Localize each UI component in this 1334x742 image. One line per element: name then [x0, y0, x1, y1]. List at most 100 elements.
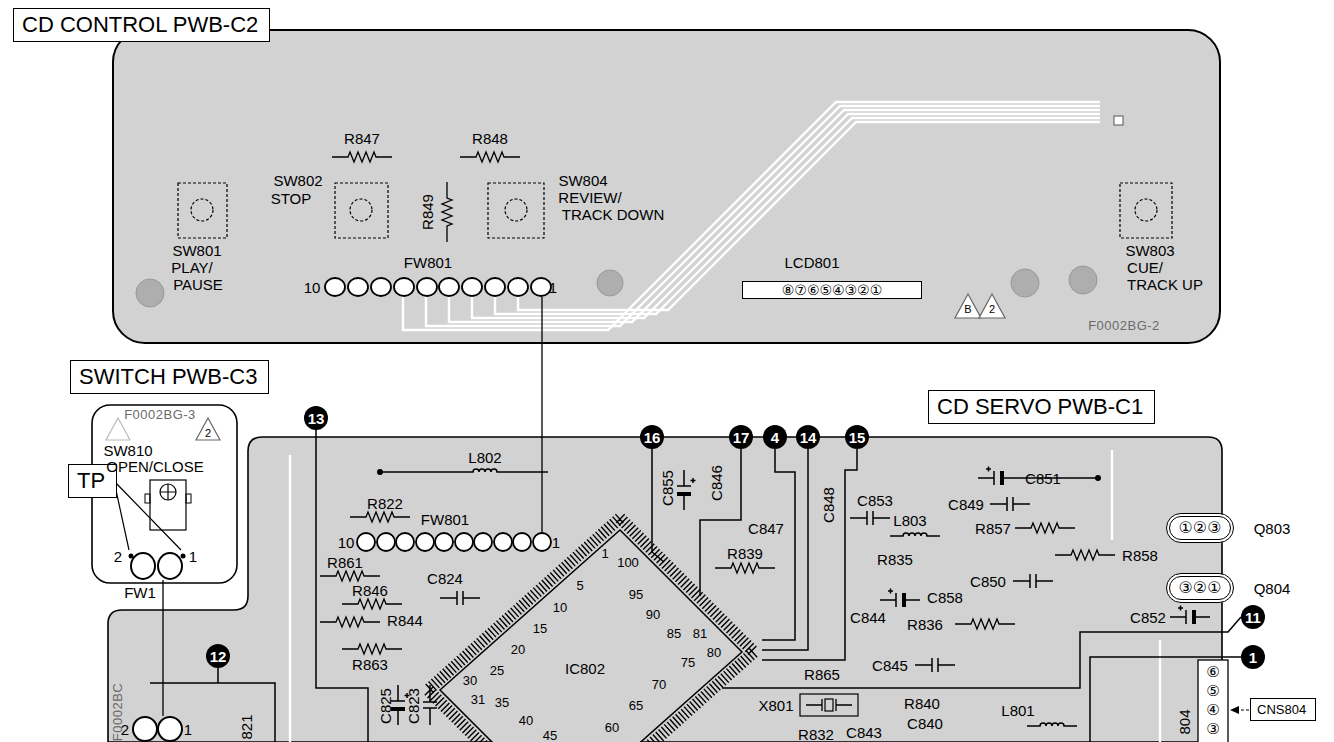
- pin-number: 95: [629, 588, 643, 601]
- part-label: C852: [1130, 610, 1166, 625]
- part-label: 1: [189, 549, 197, 564]
- callout-leaders: [150, 430, 1241, 742]
- part-label: L802: [468, 450, 501, 465]
- leader-line: [700, 449, 741, 596]
- part-label: X801: [758, 698, 793, 713]
- trace: [1111, 450, 1113, 540]
- revision-triangle: [196, 418, 220, 440]
- part-label: C848: [821, 487, 836, 523]
- switch-outlines: [178, 183, 1172, 238]
- transistor-pads: ①②③: [1166, 513, 1234, 543]
- pin-number: 81: [693, 627, 707, 640]
- part-label: C855: [660, 470, 675, 506]
- revision-triangles: [955, 294, 1005, 318]
- copper-gap-traces: [403, 102, 1100, 330]
- pin-number: 100: [617, 556, 639, 569]
- resistor-symbol: [320, 571, 380, 581]
- board-outline: [113, 30, 1220, 343]
- part-label: C825: [378, 688, 393, 724]
- switch-outline: [1120, 183, 1172, 238]
- part-label: SW801: [172, 243, 221, 258]
- part-label: R840: [904, 696, 940, 711]
- part-label: C845: [872, 658, 908, 673]
- pin-number: 1: [601, 547, 608, 560]
- callout-number: 17: [733, 430, 750, 445]
- part-label: L803: [893, 513, 926, 528]
- pin-number: 75: [681, 656, 695, 669]
- part-label: C823: [406, 688, 421, 724]
- part-label: 10: [338, 535, 355, 550]
- leader-line: [762, 449, 795, 640]
- part-label: 1: [552, 535, 560, 550]
- pin-number: 40: [519, 714, 533, 727]
- resistor-symbol: [332, 152, 392, 162]
- coil-symbol: [460, 469, 510, 472]
- resistor-symbol: [342, 599, 402, 609]
- pin-number: 30: [463, 674, 477, 687]
- pad: [435, 533, 453, 551]
- callout-disc: [1241, 645, 1265, 669]
- transistor-pads: ③②①: [1166, 573, 1234, 603]
- callout-disc: [796, 425, 820, 449]
- resistor-symbol: [442, 182, 452, 242]
- crystal-outline: [800, 694, 858, 716]
- pin-number: 80: [707, 646, 721, 659]
- board-title-box: SWITCH PWB-C3: [70, 360, 269, 394]
- callout-number: 15: [849, 430, 866, 445]
- pad: [394, 278, 414, 296]
- revision-triangle: [955, 294, 981, 318]
- board-title-box: CD CONTROL PWB-C2: [13, 8, 270, 42]
- mounting-hole: [1069, 266, 1097, 294]
- ic-body: [440, 530, 742, 742]
- pad: [474, 533, 492, 551]
- part-label: Q803: [1254, 521, 1291, 536]
- part-label: C853: [857, 493, 893, 508]
- capacitor-symbol: [978, 467, 1018, 486]
- ic-pins: [428, 518, 754, 742]
- part-label: SW804: [558, 173, 607, 188]
- resistor-symbol: [320, 617, 380, 627]
- leader-line: [1090, 657, 1241, 742]
- crystal-symbol: [806, 699, 852, 711]
- part-label: C844: [850, 610, 886, 625]
- part-label: R848: [472, 131, 508, 146]
- part-label: R835: [877, 552, 913, 567]
- flat-cable-pads: [325, 278, 551, 296]
- part-label: R858: [1122, 548, 1158, 563]
- capacitor-symbol: [1170, 606, 1210, 625]
- pad: [371, 278, 391, 296]
- part-label: CUE/: [1127, 260, 1163, 275]
- part-label: SW810: [103, 443, 152, 458]
- pin-mark: ⑤: [1206, 684, 1219, 699]
- part-label: TRACK UP: [1127, 277, 1203, 292]
- board-code: F0002BG-2: [1088, 319, 1160, 332]
- part-label: C850: [970, 574, 1006, 589]
- part-label: TRACK DOWN: [562, 207, 665, 222]
- switch-outline: [505, 199, 527, 221]
- callout-number: 14: [800, 430, 817, 445]
- part-label: SW802: [273, 173, 322, 188]
- pin-mark: ④: [1206, 703, 1219, 718]
- pin-number: 65: [629, 699, 643, 712]
- capacitor-symbol: [850, 511, 890, 525]
- trace: [518, 122, 1100, 310]
- pad: [417, 278, 437, 296]
- part-label: R832: [798, 727, 834, 742]
- pin-number: 10: [553, 601, 567, 614]
- pad: [348, 278, 368, 296]
- pad: [439, 278, 459, 296]
- revision-mark: B: [964, 304, 971, 315]
- part-label: C849: [948, 497, 984, 512]
- pin-number: 20: [511, 643, 525, 656]
- solder-dot: [1095, 475, 1101, 481]
- revision-mark: 2: [205, 428, 211, 439]
- pointer-arrowhead: [1230, 706, 1239, 714]
- callout-number: 13: [308, 411, 325, 426]
- part-label: LCD801: [784, 255, 839, 270]
- capacitor-symbol: [990, 497, 1030, 511]
- part-label: 1: [184, 722, 192, 737]
- trace: [289, 455, 291, 742]
- mounting-hole: [597, 270, 623, 296]
- pad: [508, 278, 528, 296]
- switch-knob: [160, 484, 176, 500]
